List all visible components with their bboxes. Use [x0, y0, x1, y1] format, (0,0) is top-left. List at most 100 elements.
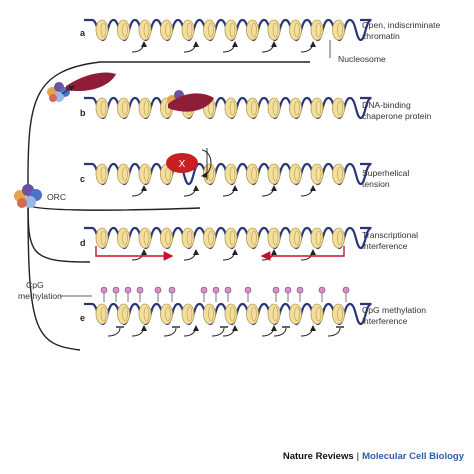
origin-arrow	[300, 41, 316, 53]
nucleosome	[332, 303, 345, 325]
origin-arrow	[222, 249, 238, 261]
methyl-group	[124, 286, 132, 294]
methyl-group	[318, 286, 326, 294]
nucleosome-core	[315, 230, 322, 246]
nucleosome-core	[315, 22, 322, 38]
nucleosome	[138, 19, 152, 41]
methyl-group	[244, 286, 252, 294]
nucleosome	[332, 97, 345, 119]
origin-arrow	[183, 185, 199, 197]
nucleosome	[267, 97, 281, 119]
journal-subtitle: Molecular Cell Biology	[362, 451, 464, 462]
panel-letter-a: a	[80, 28, 86, 38]
nucleosome	[310, 163, 324, 185]
inhibition-line	[211, 327, 225, 337]
nucleosome-core	[272, 306, 279, 322]
panel-letter-b: b	[80, 108, 86, 118]
nucleosome-core	[143, 100, 150, 116]
cpg-label-line2: methylation	[18, 291, 62, 301]
nucleosome	[138, 97, 152, 119]
nucleosome-core	[100, 306, 107, 322]
nucleosome-core	[208, 306, 214, 322]
nucleosome	[203, 227, 216, 249]
nucleosome	[203, 303, 216, 325]
chaperone-protein-bound	[168, 93, 214, 112]
origin-arrow	[131, 325, 147, 337]
nucleosome	[246, 303, 259, 325]
nucleosome	[224, 19, 238, 41]
interference-arrow-left	[95, 246, 174, 261]
nucleosome-core	[337, 230, 343, 246]
methyl-group	[112, 286, 120, 294]
origin-arrow	[300, 325, 316, 337]
nucleosome-core	[143, 306, 150, 322]
nucleosome	[181, 227, 195, 249]
nucleosome	[289, 97, 302, 119]
nucleosome	[332, 227, 345, 249]
nucleosome-core	[143, 230, 150, 246]
nucleosome-core	[122, 166, 128, 182]
nucleosome	[95, 303, 109, 325]
nucleosome-core	[294, 166, 300, 182]
nucleosome	[95, 19, 109, 41]
nucleosome-core	[337, 100, 343, 116]
origin-arrow	[131, 249, 147, 261]
label-a-line2: chromatin	[362, 31, 400, 41]
nucleosome-core	[251, 166, 257, 182]
methyl-group	[342, 286, 350, 294]
label-e-line1: CpG methylation	[362, 305, 426, 315]
nucleosome	[289, 163, 302, 185]
inhibition-line	[163, 327, 177, 337]
nucleosome-core	[294, 22, 300, 38]
methyl-group	[200, 286, 208, 294]
nucleosome	[267, 19, 281, 41]
methyl-group	[224, 286, 232, 294]
nucleosome	[181, 303, 195, 325]
label-c-line1: Superhelical	[362, 168, 409, 178]
rotation-arrow	[201, 149, 212, 179]
origin-arrow	[222, 185, 238, 197]
nucleosome-core	[251, 100, 257, 116]
origin-arrow	[222, 325, 238, 337]
nucleosome	[310, 97, 324, 119]
x-protein	[166, 153, 198, 173]
nucleosome	[289, 227, 302, 249]
nucleosome	[289, 303, 302, 325]
chromatin-row	[84, 96, 372, 120]
nucleosome	[246, 227, 259, 249]
nucleosome	[117, 303, 130, 325]
x-protein-label: X	[179, 159, 186, 170]
nucleosome-core	[251, 22, 257, 38]
nucleosome-core	[315, 306, 322, 322]
nucleosome	[224, 97, 238, 119]
chromatin-rows	[84, 18, 372, 337]
chromatin-row	[84, 302, 372, 337]
nucleosome-core	[122, 230, 128, 246]
nucleosome-core	[251, 230, 257, 246]
nucleosome-core	[186, 306, 193, 322]
origin-arrow	[261, 185, 277, 197]
nucleosome-label: Nucleosome	[338, 54, 386, 64]
panel-letter-c: c	[80, 174, 85, 184]
journal-separator: |	[356, 451, 360, 462]
nucleosome-core	[294, 306, 300, 322]
nucleosome-core	[122, 100, 128, 116]
chaperone-protein-free	[66, 72, 116, 92]
methyl-group	[284, 286, 292, 294]
nucleosome	[289, 19, 302, 41]
nucleosome-core	[186, 22, 193, 38]
nucleosome	[224, 163, 238, 185]
nucleosome-core	[186, 230, 193, 246]
nucleosome	[117, 19, 130, 41]
nucleosome	[138, 163, 152, 185]
origin-arrow	[183, 249, 199, 261]
nucleosome-core	[315, 100, 322, 116]
nucleosome-core	[229, 230, 236, 246]
nucleosome-core	[294, 230, 300, 246]
methyl-group	[100, 286, 108, 294]
methyl-group	[154, 286, 162, 294]
nucleosome-core	[337, 166, 343, 182]
nucleosome-core	[100, 22, 107, 38]
nucleosome-core	[143, 166, 150, 182]
nucleosome-core	[229, 166, 236, 182]
